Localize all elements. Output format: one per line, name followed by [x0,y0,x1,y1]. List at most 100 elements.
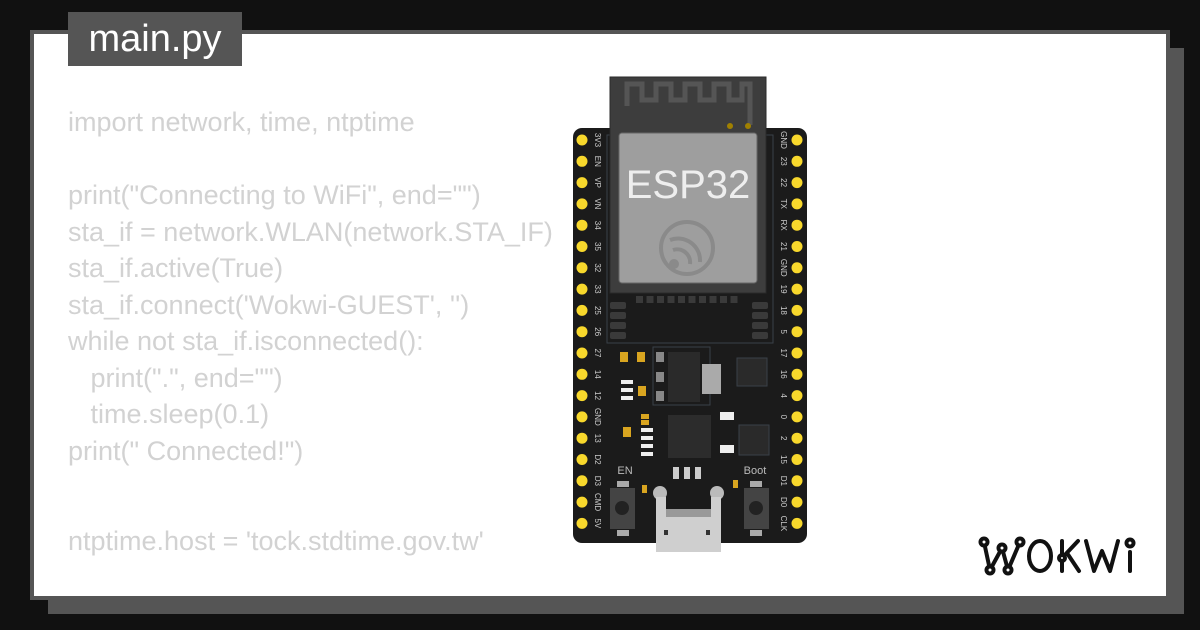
wokwi-logo [978,536,1136,576]
pin-label: 5 [779,329,788,334]
pin-d1[interactable] [791,475,803,487]
boot-button[interactable] [744,481,769,536]
code-line: time.sleep(0.1) [68,399,270,429]
pin-label: CMD [593,493,602,511]
espressif-logo-icon [659,220,715,276]
code-line: print(" Connected!") [68,435,304,466]
module-pad [636,296,643,303]
pin-3v3[interactable] [576,134,588,146]
pin-label: 35 [593,242,602,251]
pin-15[interactable] [791,454,803,465]
module-pad [610,302,626,309]
pin-label: 19 [779,285,788,294]
pin-label: 13 [593,434,602,443]
pin-16[interactable] [791,368,803,380]
module-pad [730,296,738,303]
micro-usb-port[interactable] [653,467,724,552]
pin-label: D2 [593,454,602,465]
pin-label: 12 [593,391,602,400]
transistor [738,424,770,456]
code-line [68,469,553,506]
pin-5[interactable] [791,326,803,338]
pin-label: D1 [779,476,788,487]
module-pad [610,322,626,329]
usb-uart-chip [668,415,711,458]
regulator [652,346,721,406]
pin-gnd[interactable] [576,411,588,423]
file-tab[interactable]: main.py [68,12,242,66]
pin-19[interactable] [791,283,803,295]
module-pad [699,296,706,303]
en-button[interactable] [610,481,635,536]
pin-label: 0 [779,415,788,420]
pin-label: EN [593,156,602,167]
pin-label: GND [779,259,788,277]
pin-0[interactable] [791,411,803,423]
pin-gnd[interactable] [791,134,803,146]
pin-label: 2 [779,436,788,441]
pin-32[interactable] [576,262,588,274]
pin-34[interactable] [576,219,588,231]
pin-18[interactable] [791,304,803,316]
pin-rx[interactable] [791,219,803,231]
pin-35[interactable] [576,241,588,252]
pin-33[interactable] [576,283,588,295]
pin-label: VN [593,198,602,209]
pin-label: VP [593,177,602,188]
pin-14[interactable] [576,368,588,380]
pin-label: 4 [779,393,788,398]
pin-22[interactable] [791,177,803,189]
chip-label: ESP32 [626,163,751,207]
pin-clk[interactable] [791,517,803,529]
code-line: import network, time, ntptime [68,107,415,137]
pin-cmd[interactable] [576,496,588,508]
module-pad [646,296,654,303]
module-pad [752,322,768,329]
pin-d0[interactable] [791,496,803,508]
pin-21[interactable] [791,241,803,252]
pin-tx[interactable] [791,198,803,210]
pin-label: TX [779,199,788,210]
pin-label: 26 [593,327,602,336]
pin-en[interactable] [576,155,588,167]
pin-vn[interactable] [576,198,588,210]
pin-label: GND [593,408,602,426]
pin-4[interactable] [791,390,803,402]
pin-label: 33 [593,285,602,294]
pin-13[interactable] [576,432,588,444]
code-line: sta_if.connect('Wokwi-GUEST', '') [68,289,470,320]
pin-label: 27 [593,349,602,358]
pin-27[interactable] [576,347,588,359]
boot-label: Boot [744,465,767,477]
pin-d2[interactable] [576,454,588,465]
module-pad [752,302,768,309]
module-pad [610,312,626,319]
pin-d3[interactable] [576,475,588,487]
pin-label: D3 [593,476,602,487]
pin-label: 18 [779,306,788,315]
pin-label: 5V [593,519,602,529]
module-pad [610,332,626,339]
pin-label: 17 [779,349,788,358]
code-line: print(".", end="") [68,362,283,393]
pin-2[interactable] [791,432,803,444]
pin-label: 32 [593,263,602,272]
module-shield [618,132,758,284]
code-preview: import network, time, ntptime print("Conn… [68,104,553,559]
pin-17[interactable] [791,347,803,359]
pin-26[interactable] [576,326,588,338]
code-line: while not sta_if.isconnected(): [68,326,424,356]
pin-label: 14 [593,370,602,379]
pin-gnd[interactable] [791,262,803,274]
pin-25[interactable] [576,304,588,316]
pin-23[interactable] [791,155,803,167]
pin-label: 15 [779,455,788,464]
pin-12[interactable] [576,390,588,402]
code-line: print("Connecting to WiFi", end="") [68,180,481,210]
pin-5v[interactable] [576,517,588,529]
pin-label: 34 [593,221,602,230]
pin-label: 23 [779,157,788,166]
antenna-icon [624,81,753,125]
pin-vp[interactable] [576,177,588,189]
